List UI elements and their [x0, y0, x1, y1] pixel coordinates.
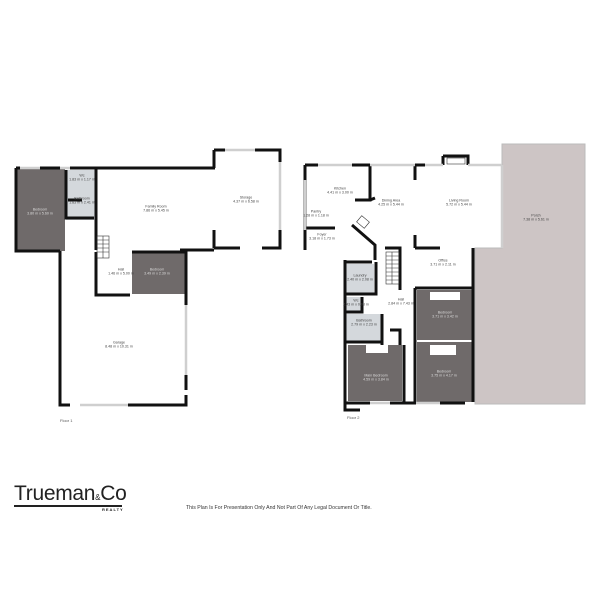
- logo-underline: [14, 505, 122, 507]
- disclaimer: This Plan Is For Presentation Only And N…: [186, 505, 372, 511]
- brand-sub: REALTY: [102, 507, 124, 512]
- room-fill-bedroom-1: [16, 168, 65, 251]
- brand-logo: Trueman&Co: [14, 482, 127, 505]
- room-fill-porch: [474, 143, 586, 405]
- floor-label: Floor 1: [60, 418, 73, 423]
- floor-label: Floor 2: [347, 415, 360, 420]
